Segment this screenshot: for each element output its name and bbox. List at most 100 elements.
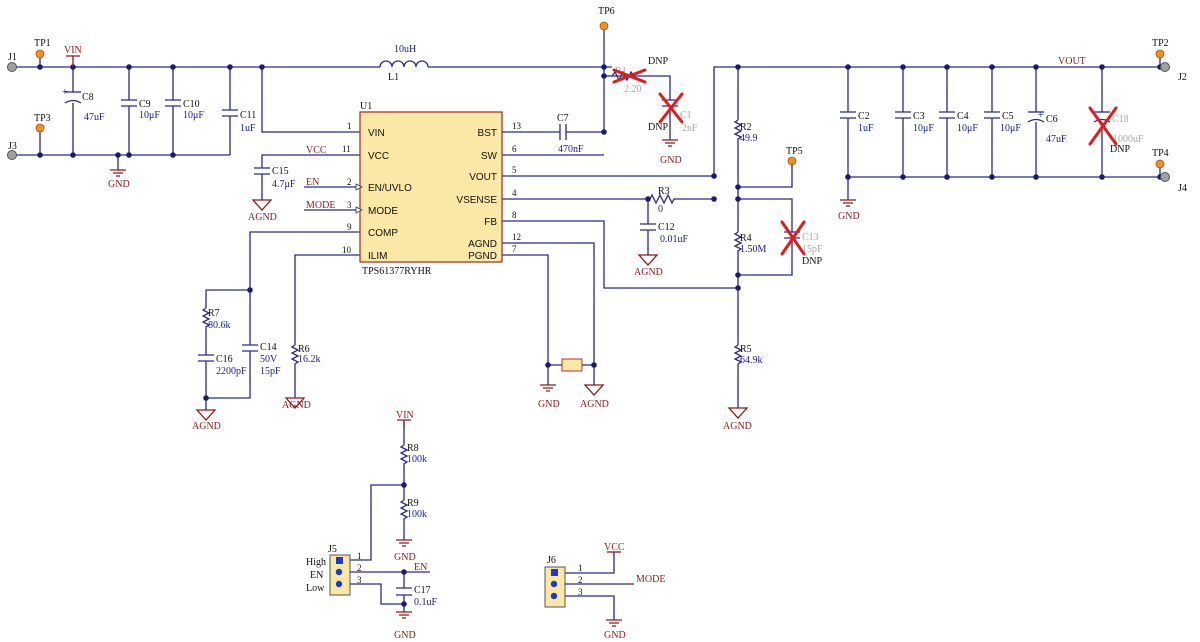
svg-text:TP4: TP4 xyxy=(1152,148,1169,159)
svg-text:C6: C6 xyxy=(1046,114,1058,125)
svg-text:80.6k: 80.6k xyxy=(208,320,231,331)
inductor-l1[interactable]: L1 10uH xyxy=(379,44,429,83)
svg-text:J1: J1 xyxy=(8,52,17,63)
cap-c11[interactable]: C11 1uF xyxy=(222,109,256,134)
cap-c9[interactable]: C9 10μF xyxy=(121,99,160,121)
header-j6[interactable]: J6 1 2 3 xyxy=(544,555,583,608)
cap-c15[interactable]: C15 4.7μF xyxy=(254,166,296,190)
svg-text:C3: C3 xyxy=(913,111,925,122)
svg-text:2.20: 2.20 xyxy=(624,84,642,95)
svg-text:C5: C5 xyxy=(1002,111,1014,122)
svg-text:10μF: 10μF xyxy=(183,110,204,121)
testpoint-tp2[interactable]: TP2 xyxy=(1152,38,1169,59)
svg-text:TP2: TP2 xyxy=(1152,38,1169,49)
pin-num-10: 10 xyxy=(342,245,352,255)
testpoint-tp5[interactable]: TP5 xyxy=(786,146,803,166)
svg-text:J5: J5 xyxy=(328,544,337,555)
agnd-c12: AGND xyxy=(634,254,663,278)
cap-c2[interactable]: C2 1uF xyxy=(840,111,874,134)
testpoint-tp3[interactable]: TP3 xyxy=(34,113,51,133)
connector-j3[interactable]: J3 xyxy=(7,141,17,160)
connector-j1[interactable]: J1 xyxy=(7,52,17,72)
svg-text:TP3: TP3 xyxy=(34,113,51,124)
svg-text:R9: R9 xyxy=(407,498,419,509)
gnd-c17: GND xyxy=(394,611,416,641)
svg-text:100k: 100k xyxy=(407,454,427,465)
cap-c4[interactable]: C4 10μF xyxy=(939,111,978,134)
pin-num-1: 1 xyxy=(347,121,352,131)
svg-text:C18: C18 xyxy=(1112,114,1129,125)
svg-text:J4: J4 xyxy=(1178,183,1187,194)
svg-text:15pF: 15pF xyxy=(802,244,823,255)
svg-text:GND: GND xyxy=(394,630,416,641)
pin-vin: VIN xyxy=(368,128,385,139)
cap-c10[interactable]: C10 10μF xyxy=(165,99,204,121)
dnp-label-c1: DNP xyxy=(648,122,668,133)
svg-text:2: 2 xyxy=(357,563,362,573)
svg-text:1000uF: 1000uF xyxy=(1113,134,1144,145)
gnd-pgnd: GND xyxy=(538,384,560,410)
svg-text:AGND: AGND xyxy=(634,267,663,278)
cap-c16[interactable]: C16 2200pF xyxy=(198,354,247,377)
pin-num-9: 9 xyxy=(347,222,352,232)
svg-text:GND: GND xyxy=(394,552,416,563)
svg-text:J2: J2 xyxy=(1178,72,1187,83)
ic-ref: U1 xyxy=(360,101,372,112)
net-tie[interactable] xyxy=(561,358,583,372)
connector-j4[interactable]: J4 xyxy=(1160,172,1187,195)
net-vcc-j6: VCC xyxy=(604,542,625,553)
pin-num-8: 8 xyxy=(512,210,517,220)
svg-text:2: 2 xyxy=(578,575,583,585)
ic-part: TPS61377RYHR xyxy=(362,266,432,277)
svg-text:16.2k: 16.2k xyxy=(298,354,321,365)
dnp-markers: DNP DNP DNP DNP xyxy=(612,56,1130,267)
net-en-j5: EN xyxy=(414,562,427,573)
svg-text:R5: R5 xyxy=(740,344,752,355)
res-r2[interactable]: R2 49.9 xyxy=(733,119,758,144)
pin-num-12: 12 xyxy=(512,232,521,242)
cap-c6[interactable]: + C6 47uF xyxy=(1027,110,1067,145)
svg-text:47uF: 47uF xyxy=(84,112,105,123)
res-r3[interactable]: R3 0 xyxy=(649,186,676,215)
res-r7[interactable]: R7 80.6k xyxy=(201,307,231,331)
pin-ilim: ILIM xyxy=(368,251,387,262)
svg-text:C17: C17 xyxy=(414,585,431,596)
cap-c3[interactable]: C3 10μF xyxy=(895,111,934,134)
testpoint-tp1[interactable]: TP1 xyxy=(34,38,51,59)
wires xyxy=(12,30,1161,620)
svg-text:C16: C16 xyxy=(216,354,233,365)
pin-en-uvlo: EN/UVLO xyxy=(368,183,412,194)
pin-vsense: VSENSE xyxy=(456,195,497,206)
svg-text:1: 1 xyxy=(578,563,583,573)
dnp-label-c13: DNP xyxy=(802,256,822,267)
testpoint-tp4[interactable]: TP4 xyxy=(1152,148,1169,169)
testpoint-tp6[interactable]: TP6 xyxy=(598,6,615,31)
cap-c8[interactable]: + C8 47uF xyxy=(62,87,105,123)
dnp-label-c18: DNP xyxy=(1110,144,1130,155)
svg-text:3: 3 xyxy=(578,587,583,597)
cap-c7[interactable]: C7 470nF xyxy=(557,113,584,155)
svg-text:TP1: TP1 xyxy=(34,38,51,49)
svg-text:C14: C14 xyxy=(260,342,277,353)
svg-text:4.7μF: 4.7μF xyxy=(272,179,296,190)
res-r4[interactable]: R4 1.50M xyxy=(733,231,767,255)
res-r9[interactable]: R9 100k xyxy=(399,498,427,520)
svg-text:C13: C13 xyxy=(802,232,819,243)
gnd-j6: GND xyxy=(604,619,626,641)
cap-c5[interactable]: C5 10μF xyxy=(984,111,1021,134)
svg-text:R4: R4 xyxy=(740,233,752,244)
svg-text:R8: R8 xyxy=(407,443,419,454)
res-r8[interactable]: R8 100k xyxy=(399,443,427,465)
cap-c14[interactable]: C14 50V 15pF xyxy=(242,342,281,377)
agnd-pin12: AGND xyxy=(580,384,609,410)
j5-label-high: High xyxy=(306,557,326,568)
cap-c17[interactable]: C17 0.1uF xyxy=(396,585,438,608)
cap-c12[interactable]: C12 0.01uF xyxy=(640,222,689,245)
cap-c18-dnp[interactable]: C18 1000uF xyxy=(1093,111,1144,145)
res-r5[interactable]: R5 64.9k xyxy=(733,344,763,366)
header-j5[interactable]: J5 1 2 3 High EN Low xyxy=(306,544,362,596)
net-vout: VOUT xyxy=(1058,56,1086,67)
res-r6[interactable]: R6 16.2k xyxy=(290,344,321,365)
connector-j2[interactable]: J2 xyxy=(1160,62,1187,84)
ic-u1[interactable]: U1 TPS61377RYHR VIN VCC EN/UVLO MODE COM… xyxy=(342,101,522,277)
